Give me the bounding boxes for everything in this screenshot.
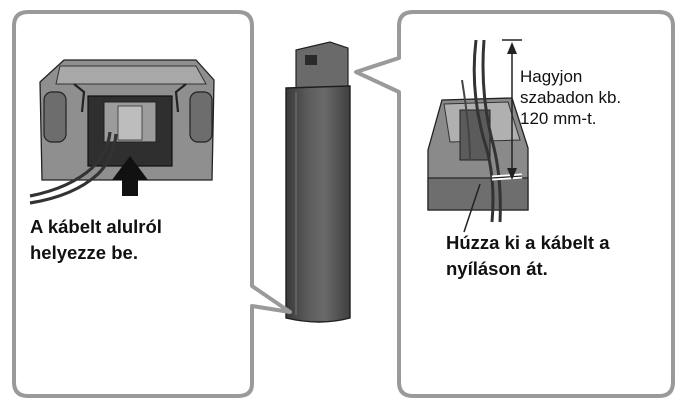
left-instruction-caption: A kábelt alulról helyezze be.: [30, 214, 260, 266]
cable-slack-line-2: szabadon kb.: [520, 88, 622, 107]
speaker-column: [285, 41, 351, 323]
dimension-arrow-icon: [502, 39, 522, 180]
left-instruction-line-2: helyezze be.: [30, 242, 138, 263]
speaker-top-block: [295, 41, 349, 89]
left-stand-illustration: [29, 59, 215, 205]
cable-slack-note: Hagyjon szabadon kb. 120 mm-t.: [520, 66, 670, 129]
cable-slack-line-3: 120 mm-t.: [520, 109, 597, 128]
left-instruction-line-1: A kábelt alulról: [30, 216, 162, 237]
up-arrow-icon: [112, 156, 148, 196]
speaker-top-slot: [305, 55, 317, 65]
right-instruction-caption: Húzza ki a kábelt a nyíláson át.: [446, 230, 671, 282]
speaker-body: [285, 85, 351, 323]
right-stand-illustration: [427, 39, 529, 233]
cable-slack-line-1: Hagyjon: [520, 67, 583, 86]
right-instruction-line-1: Húzza ki a kábelt a: [446, 232, 610, 253]
right-instruction-line-2: nyíláson át.: [446, 258, 548, 279]
